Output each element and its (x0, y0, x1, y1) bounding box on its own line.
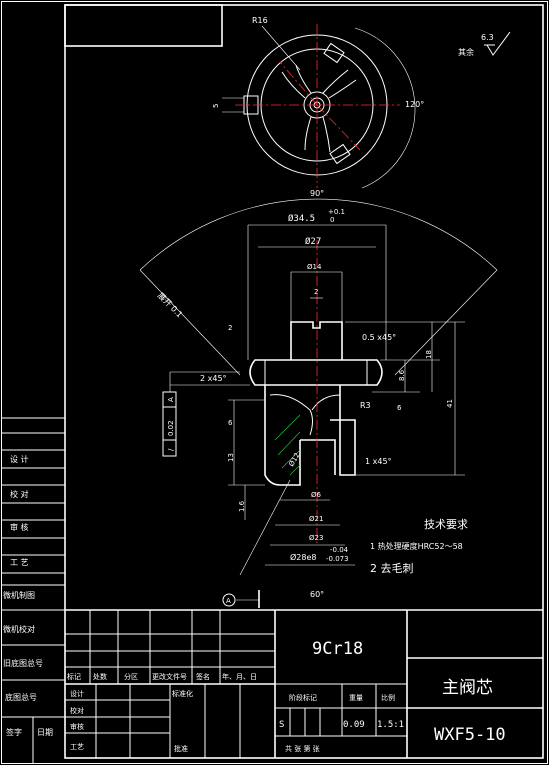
roughness-mark: 6.3 其余 (458, 31, 511, 57)
tol-datum: A (167, 397, 175, 402)
datum-label: A (226, 597, 231, 605)
dia-34-tol-up: +0.1 (328, 208, 345, 216)
dia-23-label: Ø23 (309, 534, 323, 542)
strip-review: 审 核 (10, 522, 29, 532)
tol-symbol: / (167, 448, 175, 451)
strip-date: 日期 (37, 728, 53, 737)
dim-6a-label: 6 (397, 404, 402, 412)
dim-18-label: 18 (425, 350, 433, 359)
tech-title: 技术要求 (424, 518, 468, 531)
tech-item-1: 1 热处理硬度HRC52～58 (370, 541, 463, 551)
tech-item-2: 2 去毛刺 (370, 562, 414, 575)
dim-2-label: 2 (314, 288, 318, 296)
scale-label: 比例 (381, 693, 395, 702)
role-review: 审核 (70, 722, 84, 731)
dia-28-tol-up: -0.04 (330, 546, 349, 554)
dim-2b-label: 2 (228, 324, 232, 332)
dim-5-label: 5 (212, 104, 220, 108)
sheets-label: 共 张 第 张 (285, 744, 320, 753)
technical-requirements: 技术要求 1 热处理硬度HRC52～58 2 去毛刺 (370, 518, 468, 575)
dim-13-label: 13 (227, 453, 235, 462)
roughness-prefix: 其余 (458, 47, 474, 57)
dia-34-label: Ø34.5 (288, 213, 315, 224)
angle-120-label: 120° (405, 100, 424, 109)
strip-sign: 签字 (6, 727, 22, 737)
section-view: Ø34.5 +0.1 0 Ø27 Ø14 2 2 0.5 x45° 2 x45°… (139, 198, 498, 608)
dia-28-tol-low: -0.073 (326, 555, 349, 563)
strip-base-no: 底图总号 (5, 692, 37, 702)
dia-27-label: Ø27 (305, 236, 321, 247)
hdr-signature: 签名 (196, 672, 210, 681)
strip-old-base-no: 旧底图总号 (3, 658, 43, 668)
dia-6-label: Ø6 (311, 491, 322, 499)
strip-design: 设 计 (10, 454, 29, 464)
corner-box (64, 4, 223, 47)
r3-label: R3 (360, 401, 371, 410)
angle-60-label: 60° (310, 590, 324, 599)
chamfer-2x45-label: 2 x45° (200, 374, 227, 383)
hdr-mark: 标记 (67, 672, 81, 681)
r16-label: R16 (252, 16, 268, 25)
dim-86-label: 8.6 (398, 369, 406, 381)
strip-cad-check: 微机校对 (3, 624, 35, 634)
strip-cad-draw: 微机制图 (3, 590, 35, 600)
datum-circle (222, 593, 236, 607)
dim-16-label: 1.6 (238, 500, 246, 512)
stage-value: S (279, 720, 284, 730)
top-view: R16 5 120° 90° (212, 16, 424, 198)
dia-34-tol-low: 0 (330, 216, 334, 224)
material-label: 9Cr18 (312, 639, 363, 659)
hdr-change-doc: 更改文件号 (152, 672, 187, 681)
part-name: 主阀芯 (442, 678, 493, 698)
inner-border (64, 4, 544, 759)
tol-value: 0.02 (167, 420, 175, 436)
tolerance-frame (162, 391, 177, 457)
stage-label: 阶段标记 (289, 693, 317, 702)
weight-label: 重量 (349, 694, 363, 702)
standardize-label: 标准化 (172, 689, 193, 698)
dia-28-label: Ø28e8 (290, 552, 317, 562)
hdr-zone: 分区 (124, 672, 138, 681)
dia-21-label: Ø21 (309, 515, 323, 523)
dia-14-label: Ø14 (307, 263, 322, 271)
chamfer-05-label: 0.5 x45° (362, 333, 396, 342)
hdr-date: 年、月、日 (222, 672, 257, 681)
role-design: 设计 (70, 689, 84, 698)
roughness-value: 6.3 (481, 33, 494, 42)
hdr-count: 处数 (93, 672, 107, 681)
angle-90-label: 90° (310, 189, 324, 198)
chamfer-1x45-label: 1 x45° (365, 457, 392, 466)
dim-41-label: 41 (446, 399, 454, 408)
scale-value: 1.5:1 (377, 720, 404, 730)
role-process: 工艺 (70, 743, 84, 751)
strip-process: 工 艺 (10, 558, 29, 567)
weight-value: 0.09 (343, 720, 365, 730)
title-block: 标记 处数 分区 更改文件号 签名 年、月、日 设计 校对 审核 工艺 标准化 … (65, 609, 543, 758)
dim-6b-label: 6 (228, 419, 233, 427)
left-strip: 设 计 校 对 审 核 工 艺 微机制图 微机校对 旧底图总号 底图总号 签字 … (1, 417, 65, 763)
role-check: 校对 (70, 706, 84, 715)
approve-label: 批准 (174, 744, 188, 753)
drawing-number: WXF5-10 (434, 725, 506, 745)
strip-check: 校 对 (10, 489, 29, 499)
